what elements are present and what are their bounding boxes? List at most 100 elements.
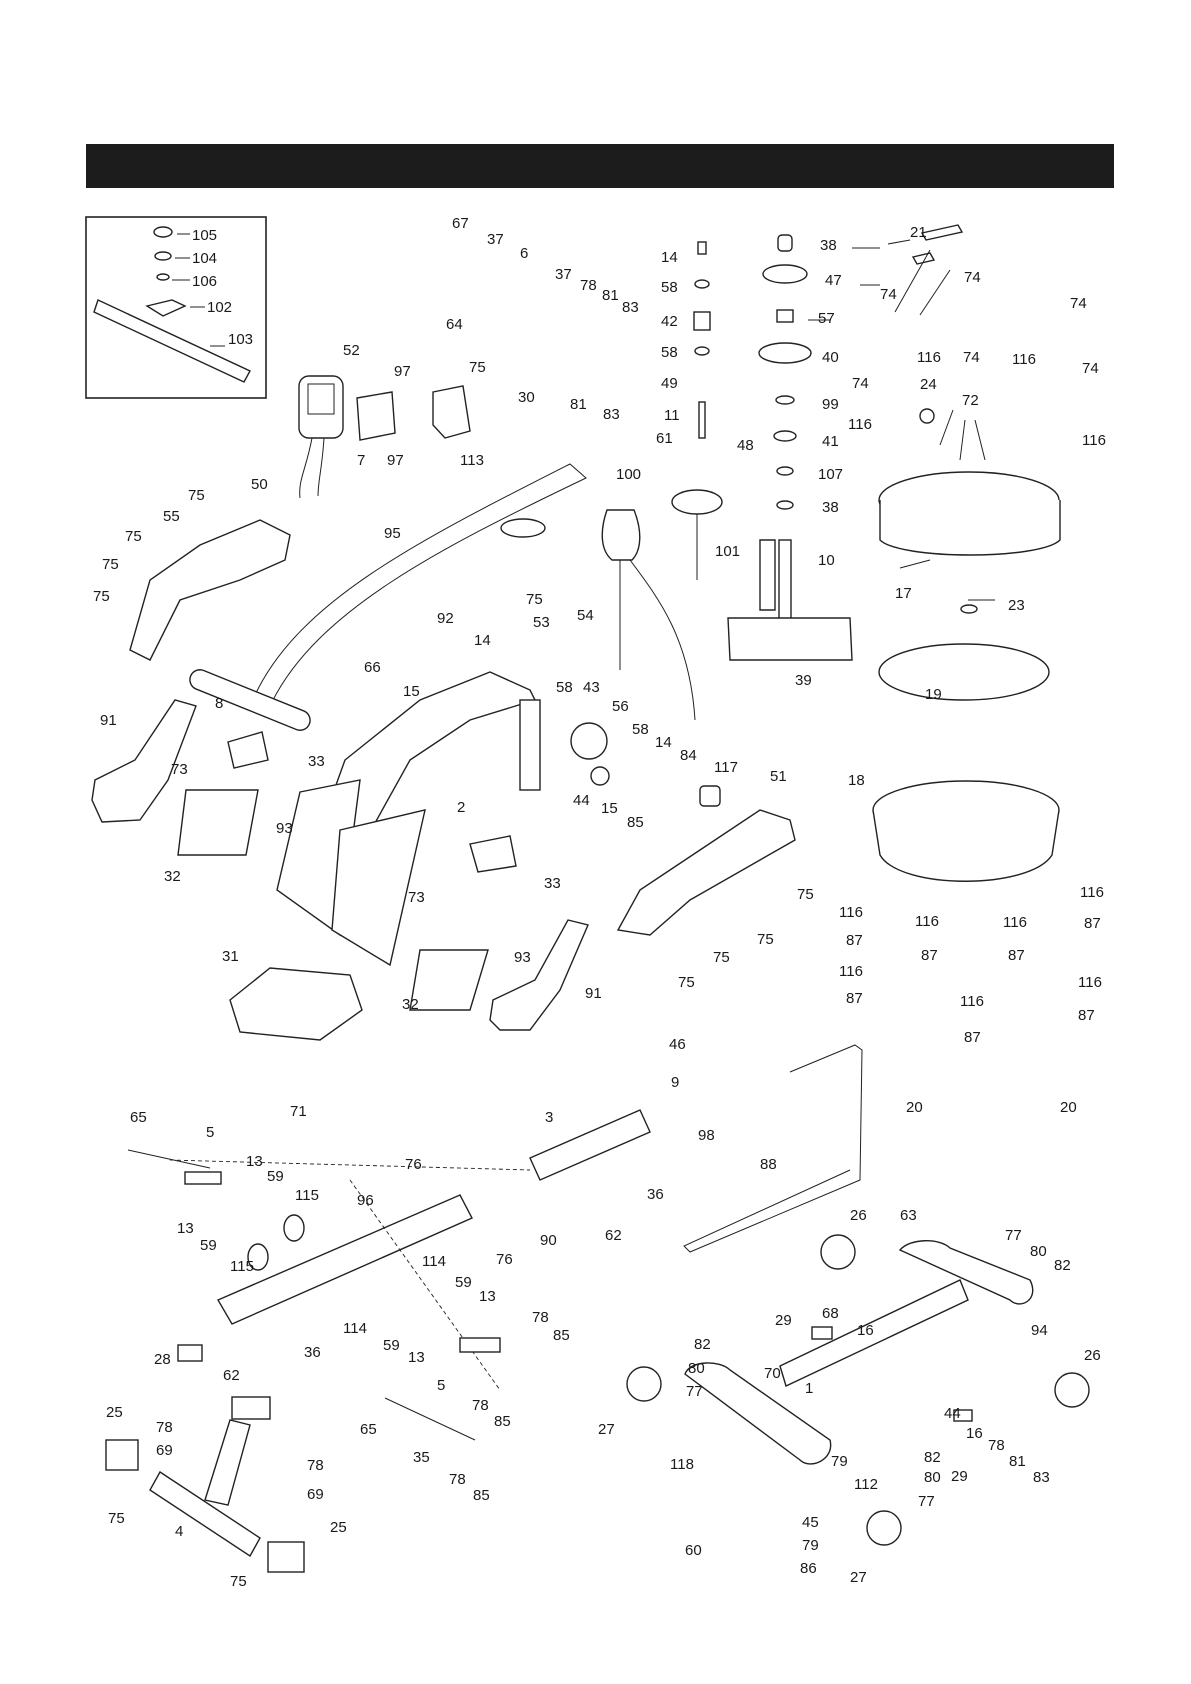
leader-lines [172,233,995,601]
label-17: 17 [895,585,912,602]
label-116: 116 [848,416,872,433]
label-20: 20 [906,1099,923,1116]
label-85: 85 [473,1487,490,1504]
label-7: 7 [357,452,365,469]
cable [683,1044,863,1253]
label-38: 38 [820,237,837,254]
label-102: 102 [207,299,232,316]
label-74: 74 [852,375,869,392]
label-104: 104 [192,250,217,267]
label-51: 51 [770,768,787,785]
label-82: 82 [1054,1257,1071,1274]
label-74: 74 [964,269,981,286]
label-18: 18 [848,772,865,789]
label-94: 94 [1031,1322,1048,1339]
label-78: 78 [532,1309,549,1326]
label-85: 85 [627,814,644,831]
label-59: 59 [267,1168,284,1185]
label-37: 37 [555,266,572,283]
label-58: 58 [661,279,678,296]
label-83: 83 [1033,1469,1050,1486]
label-87: 87 [1008,947,1025,964]
label-48: 48 [737,437,754,454]
label-13: 13 [408,1349,425,1366]
label-87: 87 [846,990,863,1007]
label-75: 75 [108,1510,125,1527]
label-78: 78 [580,277,597,294]
label-74: 74 [1082,360,1099,377]
label-16: 16 [966,1425,983,1442]
label-21: 21 [910,224,927,241]
foot-plates [91,699,589,1031]
label-20: 20 [1060,1099,1077,1116]
main-frame [276,671,541,967]
label-116: 116 [915,913,939,930]
label-65: 65 [130,1109,147,1126]
rail-beams [169,1109,651,1391]
label-116: 116 [917,349,941,366]
label-10: 10 [818,552,835,569]
label-116: 116 [1080,884,1104,901]
label-58: 58 [632,721,649,738]
label-57: 57 [818,310,835,327]
label-87: 87 [1084,915,1101,932]
label-16: 16 [857,1322,874,1339]
label-114: 114 [422,1253,446,1270]
label-35: 35 [413,1449,430,1466]
label-43: 43 [583,679,600,696]
label-77: 77 [1005,1227,1022,1244]
label-88: 88 [760,1156,777,1173]
section-title-bar [86,144,1114,188]
label-81: 81 [570,396,587,413]
label-99: 99 [822,396,839,413]
label-69: 69 [156,1442,173,1459]
inset-box-parts [85,216,267,399]
label-87: 87 [1078,1007,1095,1024]
label-5: 5 [437,1377,445,1394]
label-14: 14 [474,632,491,649]
label-75: 75 [188,487,205,504]
label-75: 75 [230,1573,247,1590]
label-78: 78 [988,1437,1005,1454]
label-76: 76 [496,1251,513,1268]
label-79: 79 [802,1537,819,1554]
seat [229,967,363,1041]
label-78: 78 [307,1457,324,1474]
label-27: 27 [598,1421,615,1438]
label-54: 54 [577,607,594,624]
handle-strap [189,463,587,731]
front-stabilizer [105,1396,305,1573]
label-116: 116 [1012,351,1036,368]
label-41: 41 [822,433,839,450]
label-81: 81 [1009,1453,1026,1470]
label-83: 83 [603,406,620,423]
label-70: 70 [764,1365,781,1382]
label-92: 92 [437,610,454,627]
label-3: 3 [545,1109,553,1126]
label-106: 106 [192,273,217,290]
label-66: 66 [364,659,381,676]
label-39: 39 [795,672,812,689]
label-98: 98 [698,1127,715,1144]
label-65: 65 [360,1421,377,1438]
label-15: 15 [601,800,618,817]
label-85: 85 [494,1413,511,1430]
label-116: 116 [960,993,984,1010]
label-84: 84 [680,747,697,764]
label-118: 118 [670,1456,694,1473]
label-113: 113 [460,452,484,469]
frame-cover-left [129,519,291,661]
rail-hardware [127,1149,501,1441]
label-71: 71 [290,1103,307,1120]
label-32: 32 [402,996,419,1013]
label-100: 100 [616,466,641,483]
label-6: 6 [520,245,528,262]
label-75: 75 [678,974,695,991]
label-107: 107 [818,466,843,483]
label-44: 44 [573,792,590,809]
label-64: 64 [446,316,463,333]
axle-parts [693,241,711,439]
label-75: 75 [757,931,774,948]
label-115: 115 [230,1258,254,1275]
